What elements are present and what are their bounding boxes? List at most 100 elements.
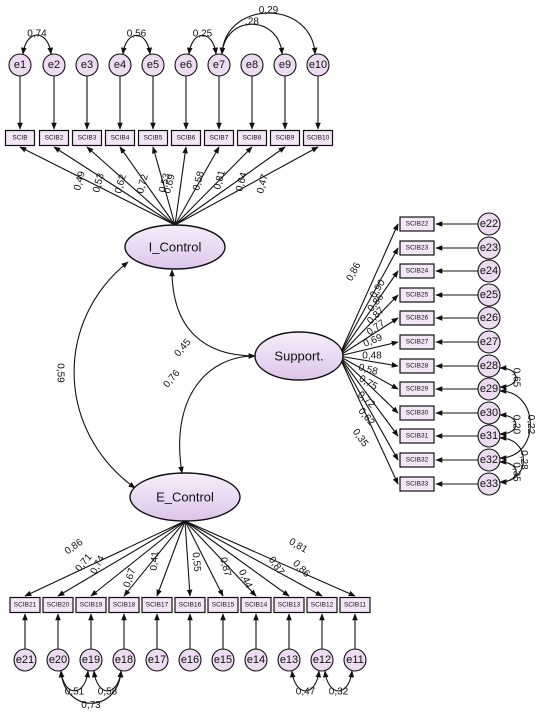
- loading-label-scib32: 0,62: [356, 406, 377, 428]
- error-e32: e32: [477, 448, 501, 472]
- latent-econtrol-label: E_Control: [156, 490, 214, 505]
- indicator-scib6: SCIB6: [170, 129, 202, 147]
- covariance-e1-e2: [20, 34, 54, 55]
- error-e10-label: e10: [309, 59, 327, 71]
- error-e13: e13: [277, 648, 301, 672]
- indicator-scib15: SCIB15: [207, 596, 239, 614]
- covariance-e20-e18: [58, 670, 124, 704]
- indicator-scib9-label: SCIB9: [276, 135, 295, 142]
- covariance-label-e4-e5: 0,56: [127, 29, 147, 40]
- covariance-e29-e32: [499, 388, 531, 461]
- error-e16: e16: [178, 648, 202, 672]
- indicator-scib29-label: SCIB29: [406, 386, 429, 393]
- loading-label-scib14: 0,44: [236, 568, 254, 591]
- error-e31: e31: [477, 424, 501, 448]
- loading-label-scib29: 0,58: [357, 362, 379, 378]
- loading-path-scib25: [338, 294, 399, 357]
- loading-label-scib6: 0,58: [191, 170, 207, 192]
- error-e30-label: e30: [480, 407, 498, 419]
- indicator-scib24: SCIB24: [399, 263, 435, 279]
- error-e5: e5: [141, 53, 165, 77]
- indicator-scib25-label: SCIB25: [406, 292, 429, 299]
- error-e2: e2: [42, 53, 66, 77]
- indicator-scib23-label: SCIB23: [406, 245, 429, 252]
- indicator-scib33-label: SCIB33: [406, 481, 429, 488]
- loading-path-scib18: [123, 520, 186, 597]
- indicator-scib5: SCIB5: [137, 129, 169, 147]
- indicator-scib16-label: SCIB16: [179, 602, 202, 609]
- error-e32-label: e32: [480, 454, 498, 466]
- indicator-scib10-label: SCIB10: [307, 135, 330, 142]
- indicator-scib29: SCIB29: [399, 381, 435, 397]
- error-e22-label: e22: [480, 218, 498, 230]
- error-e19-label: e19: [82, 654, 100, 666]
- error-e22: e22: [477, 212, 501, 236]
- indicator-scib13-label: SCIB13: [278, 602, 301, 609]
- error-e16-label: e16: [181, 654, 199, 666]
- indicator-scib19-label: SCIB19: [80, 602, 103, 609]
- indicator-scib14: SCIB14: [240, 596, 272, 614]
- indicator-scib22-label: SCIB22: [406, 221, 429, 228]
- loading-path-scib8: [174, 146, 253, 226]
- indicator-scib11-label: SCIB11: [344, 602, 366, 609]
- error-e4: e4: [108, 53, 132, 77]
- covariance-label-e7-e10: 0,29: [259, 5, 279, 16]
- error-e2-label: e2: [48, 59, 60, 71]
- error-e15-label: e15: [214, 654, 232, 666]
- indicator-scib32: SCIB32: [399, 452, 435, 468]
- indicator-scib26: SCIB26: [399, 310, 435, 326]
- loading-path-scib15: [184, 520, 224, 597]
- covariance-label-e6-e7: 0,25: [193, 29, 213, 40]
- indicator-scib27-label: SCIB27: [406, 339, 429, 346]
- error-e24: e24: [477, 259, 501, 283]
- error-e8-label: e8: [246, 59, 258, 71]
- covariance-label-e32-e33: 0,35: [511, 462, 522, 482]
- indicator-scib21-label: SCIB21: [14, 602, 37, 609]
- loading-path-scib32: [338, 355, 399, 461]
- error-e31-label: e31: [480, 430, 498, 442]
- indicator-scib10: SCIB10: [302, 129, 334, 147]
- path-econtrol-support: [178, 353, 256, 474]
- error-e9: e9: [273, 53, 297, 77]
- error-e24-label: e24: [480, 265, 498, 277]
- indicator-scib8-label: SCIB8: [243, 135, 262, 142]
- covariance-e4-e5: [120, 35, 153, 55]
- error-e25-label: e25: [480, 289, 498, 301]
- loading-path-scib31: [338, 355, 399, 437]
- covariance-label-e13-e12: 0,47: [296, 687, 316, 698]
- covariance-label-e1-e2: 0,74: [27, 28, 47, 39]
- indicator-scib19: SCIB19: [75, 596, 107, 614]
- indicator-scib30-label: SCIB30: [406, 410, 429, 417]
- loading-label-scib11: 0,81: [287, 536, 310, 555]
- error-e33-label: e33: [480, 478, 498, 490]
- loading-path-scib5: [152, 146, 176, 226]
- loading-path-scib9: [174, 146, 286, 226]
- latent-support-label: Support.: [274, 349, 323, 364]
- error-e7: e7: [207, 53, 231, 77]
- indicator-scib11: SCIB11: [339, 596, 371, 614]
- loading-path-scib11: [184, 520, 356, 597]
- indicator-scib13: SCIB13: [273, 596, 305, 614]
- error-e20: e20: [46, 648, 70, 672]
- covariance-label-e31-e33: 0,28: [518, 450, 529, 470]
- error-e28-label: e28: [480, 360, 498, 372]
- covariance-e19-e18: [91, 670, 124, 692]
- loading-path-scib29: [338, 355, 399, 390]
- covariance-label-e20-e19: 0,51: [65, 687, 85, 698]
- indicator-scib8: SCIB8: [236, 129, 268, 147]
- loading-path-scib17: [156, 520, 186, 597]
- loading-label-scib5: 0,53: [157, 172, 173, 194]
- indicator-scib12: SCIB12: [306, 596, 338, 614]
- error-e5-label: e5: [147, 59, 159, 71]
- error-e14-label: e14: [247, 654, 265, 666]
- covariance-label-e7-e9: ,28: [245, 17, 259, 28]
- loading-label-scib28: 0,48: [362, 351, 382, 362]
- error-e15: e15: [211, 648, 235, 672]
- error-e25: e25: [477, 283, 501, 307]
- covariance-label-e28-e29: 0,65: [510, 368, 521, 388]
- error-e1: e1: [8, 53, 32, 77]
- loading-label-scib17: 0,41: [149, 550, 162, 571]
- loading-path-scib19: [90, 520, 186, 597]
- loading-path-scib14: [184, 520, 257, 597]
